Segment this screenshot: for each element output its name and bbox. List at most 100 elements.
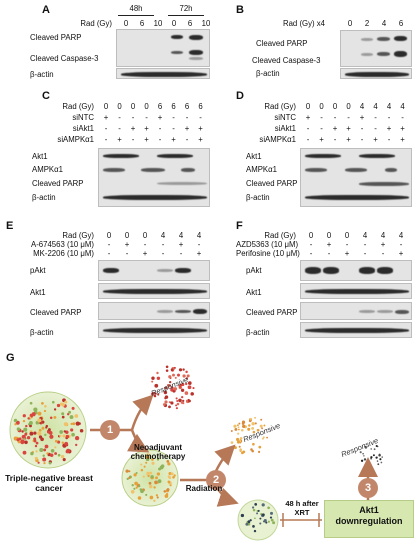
cell-dot (37, 461, 40, 464)
cell-dot (170, 401, 174, 405)
cell-dot (61, 441, 64, 444)
cell-dot (173, 474, 176, 477)
cell-dot (37, 431, 42, 436)
cell-dot (381, 456, 383, 458)
cell-dot (177, 373, 180, 377)
cell-dot (178, 368, 183, 372)
cell-dot (134, 481, 138, 486)
cell-dot (237, 424, 239, 427)
band (189, 35, 203, 40)
cell-dot (150, 475, 154, 479)
cell-dot (233, 446, 237, 450)
cell-dot (52, 400, 55, 404)
cell-dot (378, 453, 381, 457)
condition-value: 4 (398, 231, 404, 240)
cell-dot (53, 408, 57, 411)
cell-dot (67, 413, 70, 416)
cell-dot (37, 418, 42, 423)
cell-dot (34, 456, 38, 460)
condition-value: + (198, 124, 203, 133)
cell-dot (233, 424, 237, 428)
cell-dot (245, 522, 249, 526)
cell-dot (53, 415, 57, 419)
panel-c-blot (98, 148, 210, 207)
band (193, 309, 207, 314)
cell-dot (238, 428, 240, 431)
cell-dot (151, 458, 154, 461)
cell-dot (185, 370, 188, 374)
band (103, 268, 119, 273)
condition-label: siNTC (72, 113, 94, 122)
condition-value: 6 (198, 102, 203, 111)
tumor-label: Triple-negative breast cancer (5, 473, 93, 493)
timing-bracket-ends (282, 513, 320, 527)
panel-d-row-label: Akt1 (246, 152, 262, 161)
cell-dot (15, 420, 20, 425)
lane-value: 6 (139, 19, 145, 28)
condition-value: + (305, 113, 311, 122)
cell-dot (151, 380, 154, 383)
cell-dot (56, 403, 61, 408)
cell-dot (265, 521, 268, 524)
condition-value: + (144, 124, 149, 133)
cell-dot (44, 444, 49, 449)
cell-dot (138, 484, 141, 488)
cell-dot (165, 365, 169, 369)
cell-dot (168, 375, 172, 379)
cell-dot (62, 458, 66, 462)
cell-dot (167, 384, 171, 388)
cell-dot (166, 460, 170, 463)
cell-dot (178, 398, 182, 403)
cell-dot (72, 422, 76, 426)
condition-label: MK-2206 (10 μM) (33, 249, 94, 258)
panel-c-row-label: Cleaved PARP (32, 179, 84, 188)
condition-value: + (157, 113, 163, 122)
cell-dot (185, 377, 188, 380)
cell-dot (251, 422, 255, 426)
cell-dot (13, 418, 18, 423)
cell-dot (154, 480, 158, 485)
condition-value: 4 (380, 231, 386, 240)
condition-value: - (306, 124, 310, 133)
condition-value: - (309, 249, 313, 258)
cell-dot (370, 448, 373, 450)
cell-dot (57, 453, 61, 457)
condition-value: 6 (157, 102, 163, 111)
cell-dot (230, 430, 233, 432)
cell-dot (182, 368, 185, 371)
panel-c-letter: C (42, 90, 50, 102)
condition-value: - (401, 113, 404, 122)
panel-b-blot-actin (340, 68, 412, 79)
band (377, 52, 390, 56)
condition-value: + (400, 124, 405, 133)
cell-dot (251, 427, 255, 430)
panel-e-blot-parp (98, 302, 210, 320)
band (345, 168, 367, 172)
panel-a-header-72h: 72h (179, 4, 193, 13)
cell-dot (176, 400, 179, 402)
panel-b-row-label: Cleaved Caspase-3 (252, 56, 321, 65)
condition-value: 0 (130, 102, 136, 111)
cell-dot (249, 417, 252, 421)
cell-dot (156, 376, 161, 381)
condition-label: Rad (Gy) (62, 231, 94, 240)
panel-f-blot-parp (300, 302, 412, 320)
panel-e-letter: E (6, 220, 14, 232)
cell-dot (238, 445, 241, 448)
condition-value: + (103, 113, 109, 122)
condition-value: - (131, 113, 135, 122)
schematic-drawing (9, 365, 383, 541)
cell-dot (128, 470, 131, 473)
cell-dot (142, 475, 145, 478)
condition-label: Rad (Gy) (264, 102, 296, 111)
band (103, 154, 139, 158)
cell-dot (60, 454, 65, 459)
cell-dot (48, 461, 52, 465)
step-2-label: Radiation (185, 484, 223, 493)
cell-dot (46, 452, 49, 455)
condition-value: 0 (305, 102, 311, 111)
band (157, 154, 193, 158)
cell-dot (40, 437, 44, 442)
condition-value: 0 (103, 102, 109, 111)
cell-dot (164, 400, 168, 404)
